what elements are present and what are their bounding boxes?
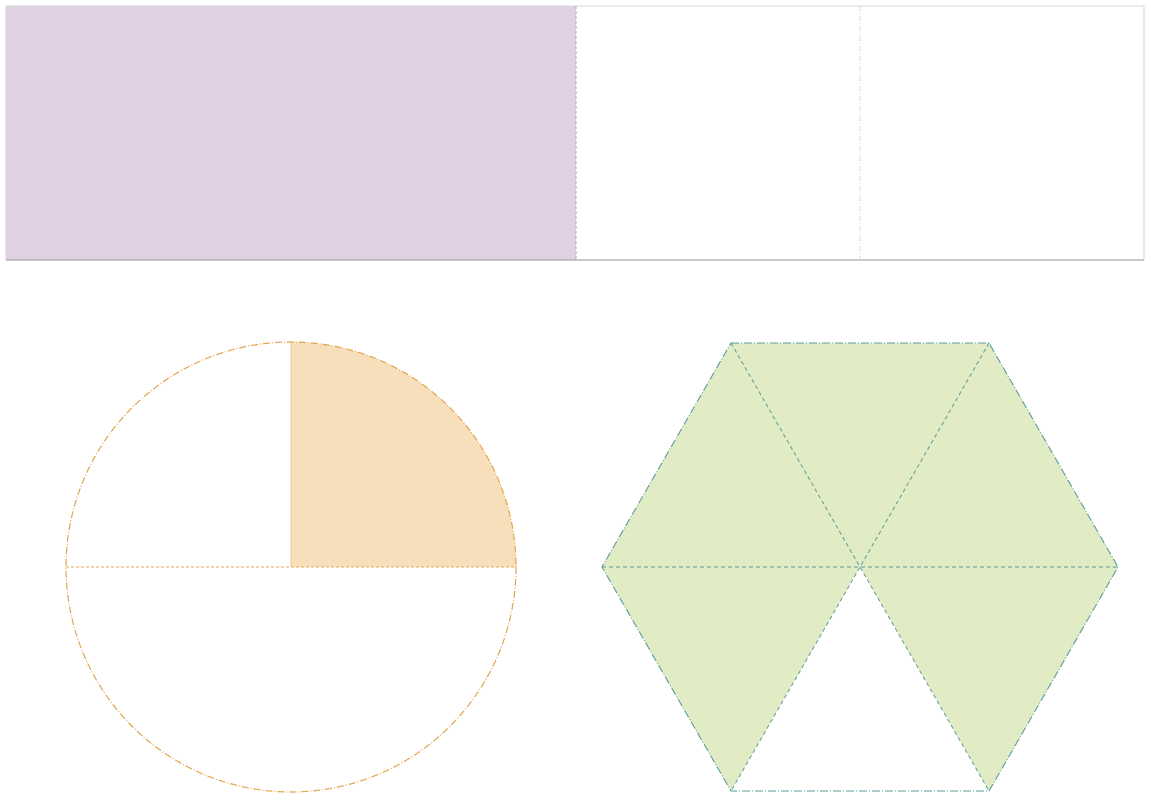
circle-shaded-quarter [291, 342, 516, 567]
hexagon-divider-diagonal-b [730, 342, 990, 792]
hexagon-model [601, 342, 1119, 792]
hexagon-divider-diagonal-a [730, 342, 990, 792]
hexagon-shaded-region [602, 343, 1118, 791]
bar-model [5, 5, 1145, 261]
circle-model [65, 341, 517, 793]
bar-shaded-region [6, 6, 576, 260]
